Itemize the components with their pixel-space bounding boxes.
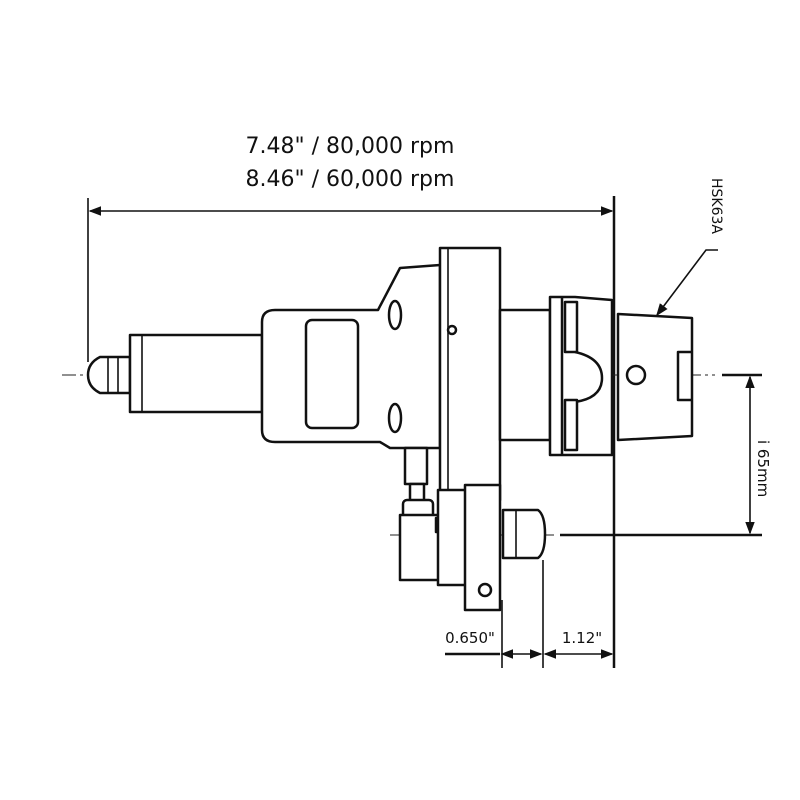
lower-drive-assembly: [398, 446, 547, 612]
offset-label: i 65mm: [754, 440, 772, 497]
dim-112: 1.12": [562, 629, 602, 647]
hsk-leader: [656, 249, 718, 317]
bottom-dimensions: 0.650" 1.12": [445, 560, 614, 668]
title-line-2: 8.46" / 60,000 rpm: [246, 167, 455, 192]
title-line-1: 7.48" / 80,000 rpm: [246, 134, 455, 159]
dim-0650: 0.650": [445, 629, 495, 647]
spindle-body: [86, 246, 694, 502]
overall-length-dimension: [87, 196, 616, 668]
hsk-taper: [616, 312, 694, 442]
hsk-label: HSK63A: [708, 178, 724, 234]
offset-dimension: i 65mm: [560, 373, 772, 537]
